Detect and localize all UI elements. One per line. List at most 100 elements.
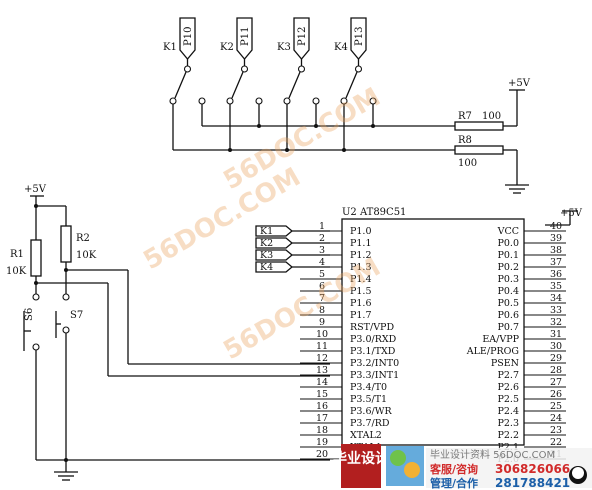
chip-pin-name: XTAL2	[350, 430, 382, 441]
chip-pin-name: P1.3	[350, 262, 372, 273]
chip-pin-number: 15	[316, 389, 328, 400]
chip-pin-name: P2.3	[497, 418, 519, 429]
svg-text:56DOC.COM: 56DOC.COM	[139, 162, 306, 276]
chip-pin-name: P2.7	[497, 370, 519, 381]
switch-label-k1: K1	[163, 42, 177, 53]
port-label-p10: P10	[183, 27, 194, 46]
chip-pin-name: P0.6	[497, 310, 519, 321]
chip-pin-number: 25	[550, 401, 562, 412]
chip-pin-number: 40	[550, 221, 562, 232]
chip-pin-name: P1.7	[350, 310, 372, 321]
chip-pin-name: P0.4	[497, 286, 519, 297]
chip-pin-number: 7	[319, 293, 325, 304]
chip-pin-name: P2.5	[497, 394, 519, 405]
footer-site: 毕业设计资料 56DOC.COM	[430, 448, 555, 461]
chip-pin-number: 37	[550, 257, 562, 268]
chip-pin-name: PSEN	[491, 358, 519, 369]
footer-logo: 毕业设计 毕业设计资料 56DOC.COM 客服/咨询 306826066 管理…	[333, 444, 592, 490]
supply-left-label: +5V	[24, 184, 47, 195]
chip-pin-number: 29	[550, 353, 562, 364]
footer-line2-number: 281788421	[495, 476, 570, 490]
chip-title: U2 AT89C51	[342, 207, 406, 218]
button-label-s6: S6	[24, 308, 35, 321]
port-tag-k1: K1	[260, 226, 273, 237]
chip-pin-name: P1.4	[350, 274, 372, 285]
chip-body	[341, 218, 525, 446]
chip-pin-number: 33	[550, 305, 562, 316]
chip-pin-number: 12	[316, 353, 328, 364]
chip-pin-number: 36	[550, 269, 562, 280]
chip-pin-name: EA/VPP	[482, 334, 519, 345]
chip-pin-name: P2.2	[497, 430, 519, 441]
chip-pin-number: 4	[319, 257, 325, 268]
chip-pin-name: P2.1	[497, 442, 519, 453]
button-label-s7: S7	[70, 310, 83, 321]
chip-pin-name: P3.3/INT1	[350, 370, 399, 381]
chip-pin-number: 14	[316, 377, 328, 388]
chip-pin-number: 11	[316, 341, 328, 352]
chip-pin-number: 20	[316, 449, 328, 460]
chip-pin-number: 1	[319, 221, 325, 232]
chip-pin-name: P0.0	[497, 238, 519, 249]
r2-name: R2	[76, 233, 90, 244]
port-label-p12: P12	[297, 27, 308, 46]
r7-name: R7	[458, 111, 472, 122]
chip-pin-name: P1.1	[350, 238, 372, 249]
chip-pin-name: P1.5	[350, 286, 372, 297]
chip-pin-number: 17	[316, 413, 328, 424]
chip-pin-number: 34	[550, 293, 562, 304]
chip-pin-number: 13	[316, 365, 328, 376]
chip-pin-number: 16	[316, 401, 328, 412]
port-tag-k2: K2	[260, 238, 273, 249]
chip-pin-number: 31	[550, 329, 562, 340]
footer-line2-label: 管理/合作	[430, 476, 478, 490]
port-tag-k4: K4	[260, 262, 273, 273]
switch-label-k2: K2	[220, 42, 234, 53]
chip-pin-name: P3.5/T1	[350, 394, 387, 405]
chip-pin-name: P0.2	[497, 262, 519, 273]
chip-pin-name: ALE/PROG	[466, 346, 519, 357]
supply-right-label: +5V	[560, 208, 583, 219]
chip-pin-name: P1.0	[350, 226, 372, 237]
chip-pin-number: 23	[550, 425, 562, 436]
port-label-p11: P11	[240, 27, 251, 46]
junctions	[34, 124, 375, 462]
port-tag-k3: K3	[260, 250, 273, 261]
chip-pin-name: P2.4	[497, 406, 519, 417]
r1-name: R1	[10, 249, 24, 260]
chip-pin-number: 27	[550, 377, 562, 388]
chip-pin-name: P2.6	[497, 382, 519, 393]
r7-value: 100	[482, 111, 501, 122]
chip-pin-name: P3.2/INT0	[350, 358, 399, 369]
supply-top-label: +5V	[508, 78, 531, 89]
footer-line1-number: 306826066	[495, 462, 570, 476]
watermark: 56DOC.COM 56DOC.COM 56DOC.COM	[139, 82, 386, 366]
r2-value: 10K	[76, 250, 97, 261]
chip-pin-number: 5	[319, 269, 325, 280]
chip-pin-name: P3.1/TXD	[350, 346, 396, 357]
chip-pin-number: 8	[319, 305, 325, 316]
chip-pin-number: 24	[550, 413, 562, 424]
chip-pin-number: 22	[550, 437, 562, 448]
chip-pin-name: P0.5	[497, 298, 519, 309]
chip-pin-name: P3.0/RXD	[350, 334, 397, 345]
chip-pin-name: P0.1	[497, 250, 519, 261]
chip-pin-name: P3.7/RD	[350, 418, 390, 429]
r8-value: 100	[458, 158, 477, 169]
terminals	[32, 65, 377, 351]
chip-pin-name: P0.7	[497, 322, 519, 333]
switch-label-k4: K4	[334, 42, 348, 53]
chip-pin-name: P3.4/T0	[350, 382, 387, 393]
switch-tags	[179, 17, 367, 61]
chip-pin-number: 35	[550, 281, 562, 292]
chip-pin-number: 39	[550, 233, 562, 244]
chip-pin-number: 6	[319, 281, 325, 292]
chip-pin-number: 3	[319, 245, 325, 256]
chip-pin-number: 19	[316, 437, 328, 448]
chip-pin-number: 2	[319, 233, 325, 244]
chip-pin-number: 26	[550, 389, 562, 400]
port-label-p13: P13	[354, 27, 365, 46]
chip-pin-number: 30	[550, 341, 562, 352]
